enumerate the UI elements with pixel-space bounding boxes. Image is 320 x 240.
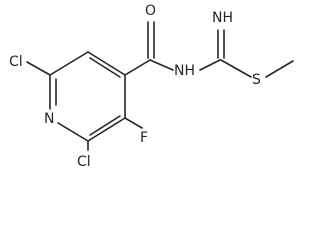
bond-ring-c3-c2-inner [89, 115, 121, 136]
atom-label-f: F [140, 130, 148, 146]
atom-label-n-ring: N [44, 111, 54, 127]
atom-label-o: O [145, 3, 156, 19]
atom-label-cl-bottom: Cl [77, 154, 91, 170]
bond-ring-c2-n [57, 122, 89, 142]
bond-c3-f [124, 117, 143, 129]
bond-c6-cl [26, 61, 51, 76]
bond-ring-c5-c4 [87, 51, 126, 76]
structure-canvas: Cl N Cl F O NH NH S [9, 3, 294, 170]
atom-label-nh-amide: NH [174, 63, 195, 79]
bond-ring-c5-c4-inner [89, 57, 121, 78]
atom-label-s: S [252, 72, 261, 88]
bond-ring-c6-c5 [49, 51, 89, 76]
bond-c4-carbonyl [124, 59, 151, 76]
bond-ring-c3-c2 [87, 117, 126, 142]
bond-amidine-s [220, 59, 252, 78]
atom-label-cl-top: Cl [9, 54, 23, 70]
bond-nh-amidine [199, 59, 221, 71]
bond-s-methyl [265, 60, 294, 78]
molecule-structure-diagram: Cl N Cl F O NH NH S [9, 3, 294, 170]
atom-label-nh-imine: NH [212, 10, 233, 26]
bond-carbonyl-nh [149, 59, 174, 71]
